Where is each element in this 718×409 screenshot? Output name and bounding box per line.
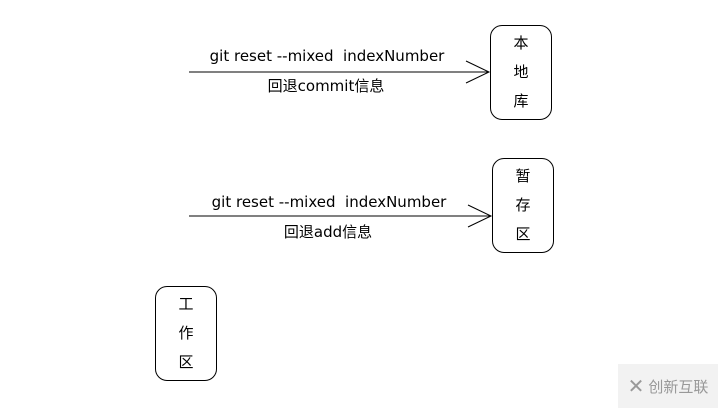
box-char: 库 — [513, 92, 529, 110]
note-label: 回退commit信息 — [267, 77, 385, 95]
box-char: 地 — [513, 63, 529, 81]
watermark: ✕ 创新互联 — [618, 364, 718, 408]
command-label: git reset --mixed indexNumber — [211, 193, 447, 211]
box-char: 本 — [513, 34, 529, 52]
box-char: 暂 — [515, 167, 531, 185]
watermark-text: 创新互联 — [648, 377, 709, 396]
arrow-to-local-repo — [189, 60, 491, 84]
arrow-to-staging — [189, 204, 493, 228]
staging-box: 暂 存 区 — [492, 158, 554, 253]
box-char: 作 — [178, 324, 194, 342]
note-label: 回退add信息 — [283, 223, 373, 241]
local-repo-box: 本 地 库 — [490, 25, 552, 120]
command-label: git reset --mixed indexNumber — [209, 47, 445, 65]
box-char: 区 — [515, 225, 531, 243]
box-char: 存 — [515, 196, 531, 214]
box-char: 区 — [178, 353, 194, 371]
watermark-logo-icon: ✕ — [627, 374, 645, 398]
workspace-box: 工 作 区 — [155, 286, 217, 381]
box-char: 工 — [178, 295, 194, 313]
